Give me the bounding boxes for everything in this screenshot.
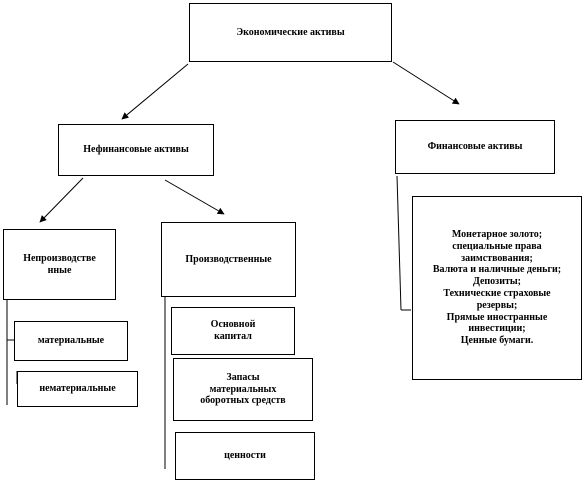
arrow-nonfinancial-to-produced [164,179,225,215]
nonfinancial-node: Нефинансовые активы [58,124,214,176]
arrow-nonfinancial-to-nonproduced [39,177,84,223]
material-label: материальные [37,335,105,347]
produced-label: Производственные [185,253,272,265]
valuables-label: ценности [224,450,266,462]
fixed-capital-node: Основной капитал [171,307,295,355]
financial-node: Финансовые активы [395,120,555,174]
nonproduced-node: Непроизводстве нные [3,229,116,300]
material-node: материальные [14,321,128,361]
financial-item: Монетарное золото; специальные права заи… [451,229,543,264]
intangible-node: нематериальные [17,371,138,407]
fixed-capital-label: Основной капитал [210,319,256,342]
bracket-financial-vertical [396,175,402,311]
financial-item: Технические страховые резервы; [443,288,551,311]
inventories-node: Запасы материальных оборотных средств [173,358,313,421]
root-node: Экономические активы [189,3,392,62]
nonproduced-label: Непроизводстве нные [23,252,96,276]
financial-item: Ценные бумаги. [460,335,534,347]
root-label: Экономические активы [236,26,345,38]
inventories-label: Запасы материальных оборотных средств [200,371,286,407]
intangible-label: нематериальные [39,383,116,395]
valuables-node: ценности [175,432,315,480]
produced-node: Производственные [161,222,296,297]
financial-item: Прямые иностранные инвестиции; [446,311,548,335]
arrow-root-to-financial [392,61,460,105]
arrow-root-to-nonfinancial [121,63,189,120]
nonfinancial-label: Нефинансовые активы [83,144,189,156]
financial-item: Валюта и наличные деньги; [432,264,562,276]
financial-items-box: Монетарное золото; специальные права заи… [412,196,582,380]
financial-label: Финансовые активы [427,141,523,153]
financial-item: Депозиты; [472,276,522,288]
